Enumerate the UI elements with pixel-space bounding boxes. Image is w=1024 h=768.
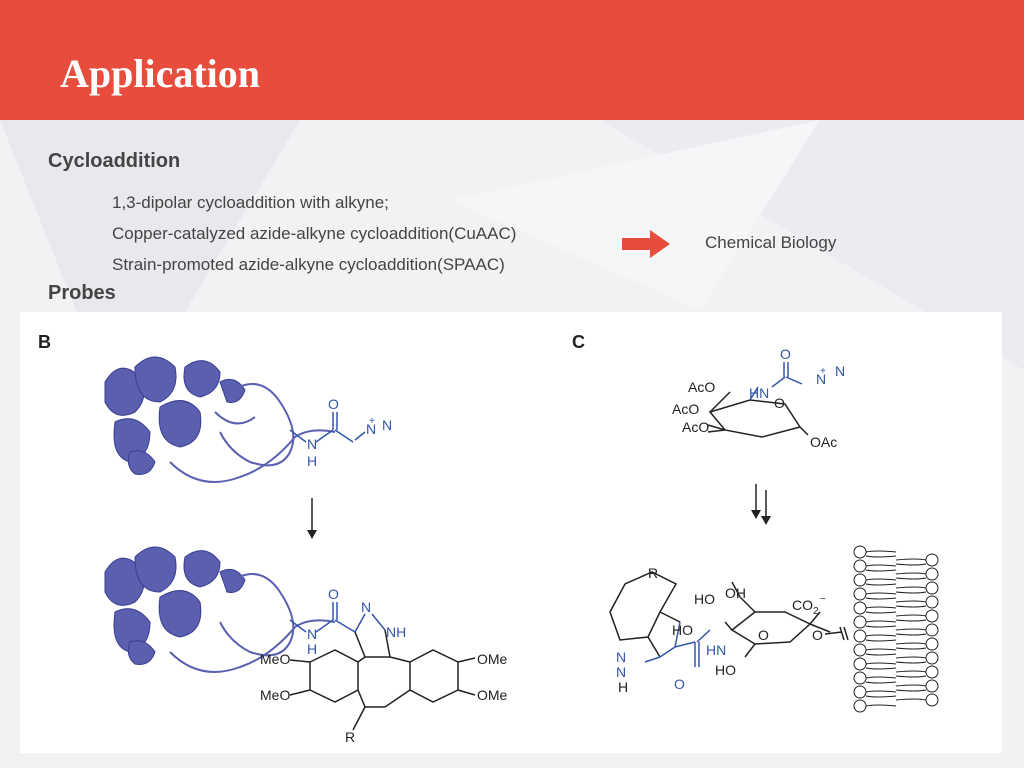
- bullet-spaac: Strain-promoted azide-alkyne cycloadditi…: [112, 255, 505, 274]
- b-prod-meo-2: MeO: [260, 687, 290, 703]
- right-arrow-icon: [622, 230, 670, 258]
- c-prod-hn: HN: [706, 642, 726, 658]
- protein-ribbon-bottom: [104, 546, 246, 665]
- c-prod-co2-sup: −: [820, 594, 826, 605]
- c-prod-r: R: [648, 565, 658, 581]
- sugar-top-blue-bonds: [749, 362, 803, 401]
- b-top-n: N: [366, 421, 376, 437]
- c-top-ring-o: O: [774, 395, 785, 411]
- c-prod-ho-1: HO: [694, 591, 715, 607]
- panel-label-c: C: [572, 332, 585, 352]
- c-prod-link-o: O: [812, 627, 823, 643]
- cycloadduct-blue-bonds: [289, 602, 386, 633]
- c-prod-oh: OH: [725, 585, 746, 601]
- c-prod-co2: CO: [792, 597, 813, 613]
- c-top-aco-3: AcO: [682, 419, 709, 435]
- b-prod-ome-1: OMe: [477, 651, 508, 667]
- c-top-o: O: [780, 346, 791, 362]
- c-prod-pyrazole-h: H: [618, 679, 628, 695]
- b-top-amide-n: N: [307, 436, 317, 452]
- c-prod-ho-2: HO: [672, 622, 693, 638]
- lipid-bilayer-icon: [853, 545, 939, 713]
- slide-title: Application: [60, 51, 261, 96]
- section-cycloaddition: Cycloaddition: [48, 150, 181, 172]
- b-prod-amide-h: H: [307, 641, 317, 657]
- cycloadduct-black-bonds: [289, 629, 476, 731]
- membrane-linker: [824, 626, 849, 641]
- chemistry-figure: B C O N + N N H: [38, 332, 939, 745]
- b-top-o: O: [328, 396, 339, 412]
- bullet-dipolar: 1,3-dipolar cycloaddition with alkyne;: [112, 193, 389, 212]
- b-prod-meo-1: MeO: [260, 651, 290, 667]
- bullet-cuaac: Copper-catalyzed azide-alkyne cycloaddit…: [112, 224, 517, 243]
- b-top-n-minus: N: [382, 417, 392, 433]
- b-prod-amide-n: N: [307, 626, 317, 642]
- title-bar: Application: [0, 0, 1024, 120]
- b-prod-ome-2: OMe: [477, 687, 508, 703]
- b-prod-pyrazole-n: N: [361, 599, 371, 615]
- b-prod-pyrazole-nh: NH: [386, 624, 406, 640]
- b-top-plus: +: [369, 416, 375, 427]
- c-prod-ring-o: O: [758, 627, 769, 643]
- protein-ribbon-top: [104, 356, 246, 475]
- c-prod-pyrazole-nh: N: [616, 664, 626, 680]
- b-top-amide-h: H: [307, 453, 317, 469]
- figure-panel: B C O N + N N H: [20, 312, 1002, 753]
- pyrazole-blue-bonds: [644, 621, 711, 667]
- c-prod-amide-o: O: [674, 676, 685, 692]
- c-top-aco-1: AcO: [688, 379, 715, 395]
- c-top-hn: HN: [749, 385, 769, 401]
- section-probes: Probes: [48, 282, 116, 304]
- c-top-oac: OAc: [810, 434, 837, 450]
- c-top-aco-2: AcO: [672, 401, 699, 417]
- reaction-arrows-c: [751, 484, 771, 525]
- diazo-tag-bonds: [289, 412, 366, 443]
- sialic-acid-bonds: [724, 581, 831, 658]
- cyclooctyne-ring-bonds: [609, 571, 681, 658]
- panel-label-b: B: [38, 332, 51, 352]
- chemical-biology-label: Chemical Biology: [705, 233, 837, 252]
- b-prod-o: O: [328, 586, 339, 602]
- c-top-plus: +: [820, 366, 826, 377]
- reaction-arrow-b: [307, 498, 317, 539]
- c-top-n-minus: N: [835, 363, 845, 379]
- c-prod-pyrazole-n: N: [616, 649, 626, 665]
- c-prod-ho-3: HO: [715, 662, 736, 678]
- background-facets: [0, 120, 1024, 420]
- c-prod-co2-sub: 2: [813, 606, 819, 617]
- c-top-n: N: [816, 371, 826, 387]
- b-prod-r: R: [345, 729, 355, 745]
